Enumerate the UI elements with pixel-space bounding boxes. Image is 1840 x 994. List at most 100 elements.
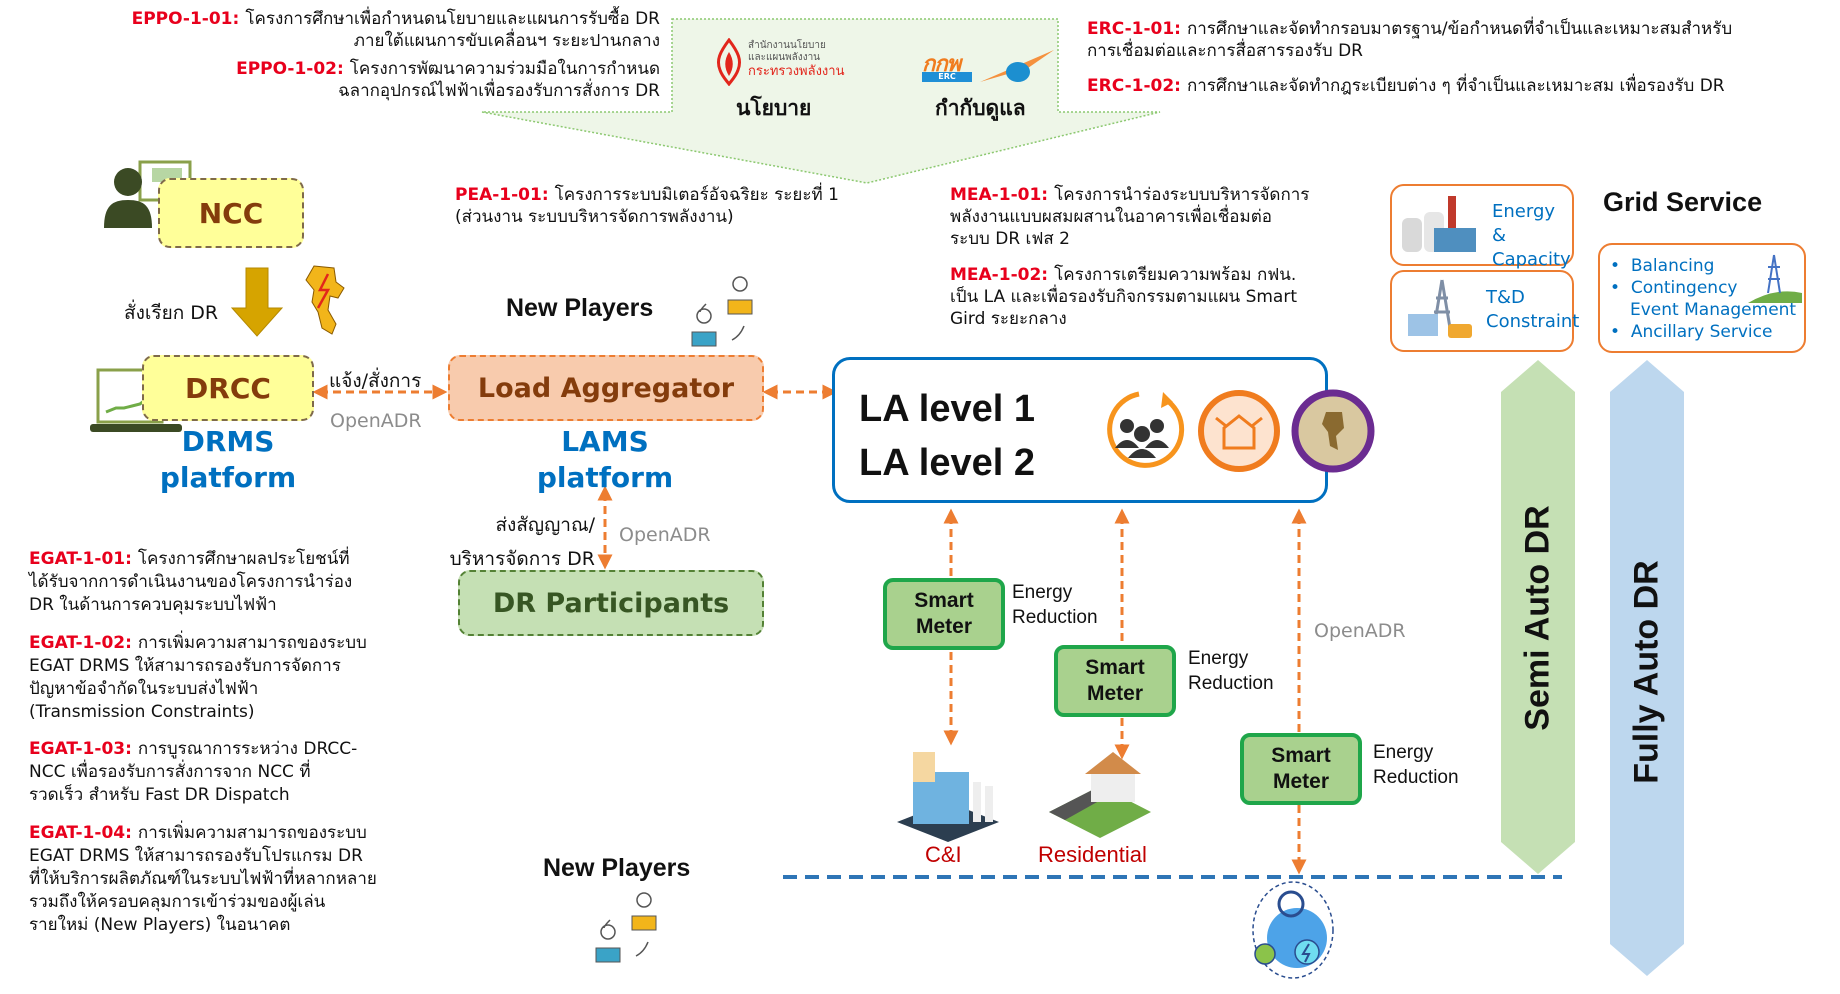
industrial-building-icon [897,752,999,842]
project-code: EGAT-1-04: [29,823,132,843]
pea-logo [1198,390,1280,472]
power-line-tower-icon [1748,254,1802,303]
drcc-label: DRCC [185,371,271,405]
energy-reduction-3: Energy Reduction [1373,740,1459,790]
aggregator-group-icon [1107,391,1185,468]
energy-capacity-line: Energy & [1492,201,1556,246]
la-level-1: LA level 1 [859,388,1036,430]
project-line: DR ในด้านการควบคุมระบบไฟฟ้า [29,595,277,615]
project-line: (Transmission Constraints) [29,702,255,722]
signal-line: บริหารจัดการ DR [449,548,595,570]
mea-1-01: MEA-1-01:โครงการนำร่องระบบบริหารจัดการ พ… [950,184,1350,250]
la-level-2: LA level 2 [859,442,1036,484]
grid-service-item-contingency: • Contingency [1610,278,1738,298]
openadr-label-meters: OpenADR [1314,620,1406,642]
project-code: EGAT-1-01: [29,549,132,569]
td-constraint-box: T&D Constraint [1390,270,1579,352]
ncc-label: NCC [198,196,264,230]
renewable-energy-icon [1252,881,1334,979]
project-line: โครงการศึกษาผลประโยชน์ที่ [137,549,350,569]
flame-icon [716,38,742,86]
bullet-text: Balancing [1630,256,1715,276]
fully-auto-dr-label: Fully Auto DR [1627,560,1666,784]
project-code: MEA-1-02: [950,265,1049,285]
project-line: เป็น LA และเพื่อรองรับกิจกรรมตามแผน Smar… [950,287,1297,307]
transmission-tower-icon [1408,279,1472,338]
erc-logo-sub: ERC [922,72,972,82]
project-line: รายใหม่ (New Players) ในอนาคต [29,915,291,935]
bullet-text: Contingency [1630,278,1738,298]
td-constraint-label: T&D Constraint [1486,286,1579,334]
project-code: ERC-1-01: [1087,19,1181,39]
project-line: โครงการศึกษาเพื่อกำหนดนโยบายและแผนการรับ… [245,9,660,29]
td-constraint-line: Constraint [1486,311,1580,332]
energy-reduction-line: Energy [1012,582,1073,603]
project-code: ERC-1-02: [1087,76,1181,96]
project-line: โครงการพัฒนาความร่วมมือในการกำหนด [349,59,660,79]
egat-1-02: EGAT-1-02:การเพิ่มความสามารถของระบบ EGAT… [29,632,394,724]
energy-reduction-2: Energy Reduction [1188,646,1274,696]
erc-logo: กกพ ERC [922,46,1062,86]
semi-auto-dr-label: Semi Auto DR [1518,505,1557,731]
project-line: Gird ระยะกลาง [950,309,1067,329]
dispatch-arrow [230,267,284,337]
td-constraint-line: T&D [1486,287,1525,308]
project-line: ฉลากอุปกรณ์ไฟฟ้าเพื่อรองรับการสั่งการ DR [338,81,660,101]
smart-meter-label: Smart [914,589,974,612]
project-line: การบูรณาการระหว่าง DRCC- [137,739,358,759]
project-line: EGAT DRMS ให้สามารถรองรับโปรแกรม DR [29,846,363,866]
project-code: PEA-1-01: [455,185,549,205]
project-line: การศึกษาและจัดทำกฎระเบียบต่าง ๆ ที่จำเป็… [1186,76,1725,96]
new-players-icon-top [691,276,753,347]
power-plant-icon [1402,196,1476,252]
eppo-org-line-2: และแผนพลังงาน [748,52,821,63]
platform-line: DRMS [181,425,275,458]
project-code: EPPO-1-02: [236,59,344,79]
project-line: การศึกษาและจัดทำกรอบมาตรฐาน/ข้อกำหนดที่จ… [1186,19,1733,39]
grid-service-item-balancing: • Balancing [1610,256,1715,276]
energy-capacity-line: Capacity [1492,249,1571,270]
energy-capacity-box: Energy & Capacity [1390,184,1574,270]
lams-platform: LAMS platform [535,424,675,496]
egat-1-01: EGAT-1-01:โครงการศึกษาผลประโยชน์ที่ ได้ร… [29,548,394,617]
project-line: (ส่วนงาน ระบบบริหารจัดการพลังงาน) [455,207,734,227]
residential-house-icon [1049,752,1151,838]
project-line: ภายใต้แผนการขับเคลื่อนฯ ระยะปานกลาง [353,31,660,51]
energy-reduction-line: Reduction [1188,673,1274,694]
eppo-logo: สำนักงานนโยบาย และแผนพลังงาน กระทรวงพลัง… [712,38,862,88]
project-line: ได้รับจากการดำเนินงานของโครงการนำร่อง [29,572,353,592]
fully-auto-dr-band-shape [1610,360,1684,976]
ncc-box: NCC [158,178,304,248]
project-line: ระบบ DR เฟส 2 [950,229,1070,249]
drcc-box: DRCC [142,355,314,421]
erc-1-02: ERC-1-02:การศึกษาและจัดทำกฎระเบียบต่าง ๆ… [1087,75,1827,97]
smart-meter-label: Smart [1085,656,1145,679]
grid-service-item-ancillary: • Ancillary Service [1610,322,1773,342]
project-line: การเชื่อมต่อและการสื่อสารรองรับ DR [1087,41,1363,61]
signal-line: ส่งสัญญาณ/ [495,514,595,536]
project-line: พลังงานแบบผสมผสานในอาคารเพื่อเชื่อมต่อ [950,207,1272,227]
new-players-title-bottom: New Players [543,854,691,882]
egat-1-04: EGAT-1-04:การเพิ่มความสามารถของระบบ EGAT… [29,822,399,937]
new-players-icon-bottom [595,892,657,963]
project-code: EGAT-1-03: [29,739,132,759]
eppo-1-02: EPPO-1-02:โครงการพัฒนาความร่วมมือในการกำ… [100,58,660,102]
smart-meter-2: Smart Meter [1054,645,1176,717]
smart-meter-label: Smart [1271,744,1331,767]
bullet-text: Event Management [1630,300,1797,320]
smart-meter-label: Meter [1272,770,1330,793]
egat-1-03: EGAT-1-03:การบูรณาการระหว่าง DRCC- NCC เ… [29,738,394,807]
eppo-org-line-3: กระทรวงพลังงาน [748,64,845,79]
smart-meter-1: Smart Meter [883,578,1005,650]
energy-capacity-label: Energy & Capacity [1492,200,1572,272]
grid-service-list: • Balancing • Contingency Event Manageme… [1610,255,1796,343]
project-line: รวมถึงให้ครอบคลุมการเข้าร่วมของผู้เล่น [29,892,326,912]
new-players-title-top: New Players [506,294,654,322]
project-line: ที่ให้บริการผลิตภัณฑ์ในระบบไฟฟ้าที่หลากห… [29,869,377,889]
platform-line: platform [536,461,674,494]
dr-participants-label: DR Participants [492,587,730,619]
notify-command-label: แจ้ง/สั่งการ [329,370,422,392]
mea-logo [1291,389,1375,473]
smart-meter-3: Smart Meter [1240,733,1362,805]
regulator-label: กำกับดูแล [935,96,1026,120]
